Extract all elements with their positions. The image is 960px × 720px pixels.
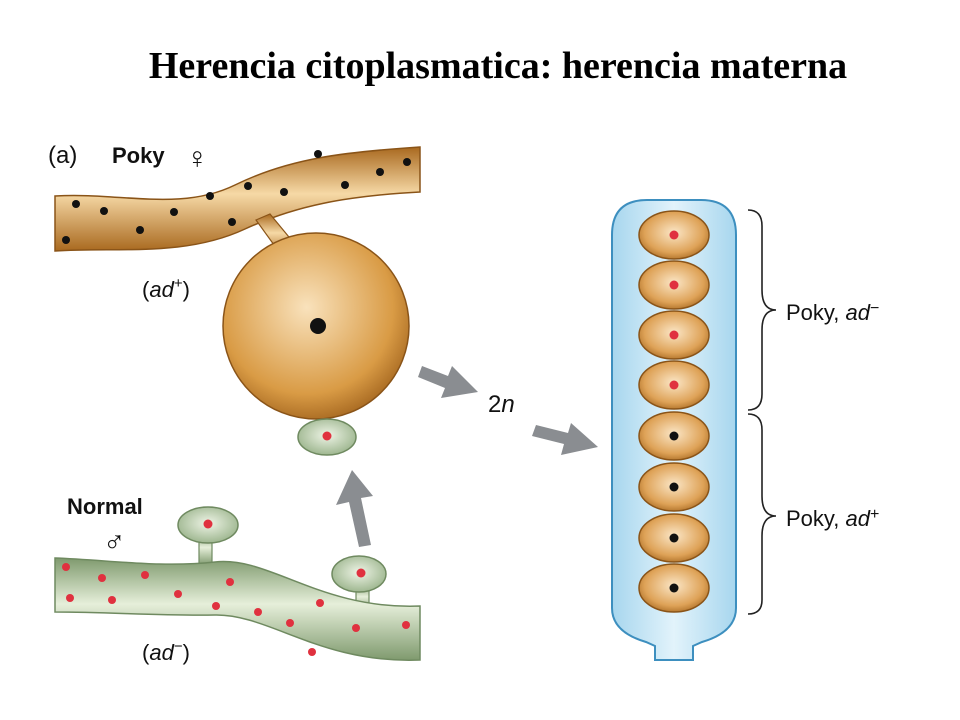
ascospore-1	[638, 210, 710, 260]
slide-title: Herencia citoplasmatica: herencia matern…	[148, 45, 848, 87]
female-genotype-label: (ad+)	[142, 275, 190, 302]
normal-hypha	[54, 557, 421, 661]
ascospore-4	[638, 360, 710, 410]
ascospore-7	[638, 513, 710, 563]
male-genotype-label: (ad−)	[142, 638, 190, 665]
arrow-to-ascus	[532, 423, 598, 455]
brace-bottom	[747, 413, 777, 615]
arrow-up	[336, 470, 373, 547]
diploid-label: 2n	[488, 391, 515, 418]
poky-mitochondria	[62, 150, 411, 244]
panel-label: (a)	[48, 142, 77, 169]
male-strain-label: Normal	[67, 494, 143, 519]
normal-mitochondria	[62, 563, 410, 656]
group-label-bottom: Poky, ad+	[786, 506, 879, 531]
protoperithecium-nucleus	[310, 318, 326, 334]
ascospore-2	[638, 260, 710, 310]
ascospore-3	[638, 310, 710, 360]
poky-hypha	[54, 146, 421, 252]
group-label-top: Poky, ad−	[786, 300, 879, 325]
male-symbol: ♂	[103, 526, 126, 559]
arrow-to-2n	[418, 366, 478, 398]
brace-top	[747, 209, 777, 411]
female-strain-label: Poky	[112, 143, 165, 168]
ascospore-8	[638, 563, 710, 613]
conidium-mitochondrion	[322, 431, 332, 441]
ascospores	[638, 210, 710, 613]
female-symbol: ♀	[186, 142, 209, 175]
ascospore-5	[638, 411, 710, 461]
ascospore-6	[638, 462, 710, 512]
